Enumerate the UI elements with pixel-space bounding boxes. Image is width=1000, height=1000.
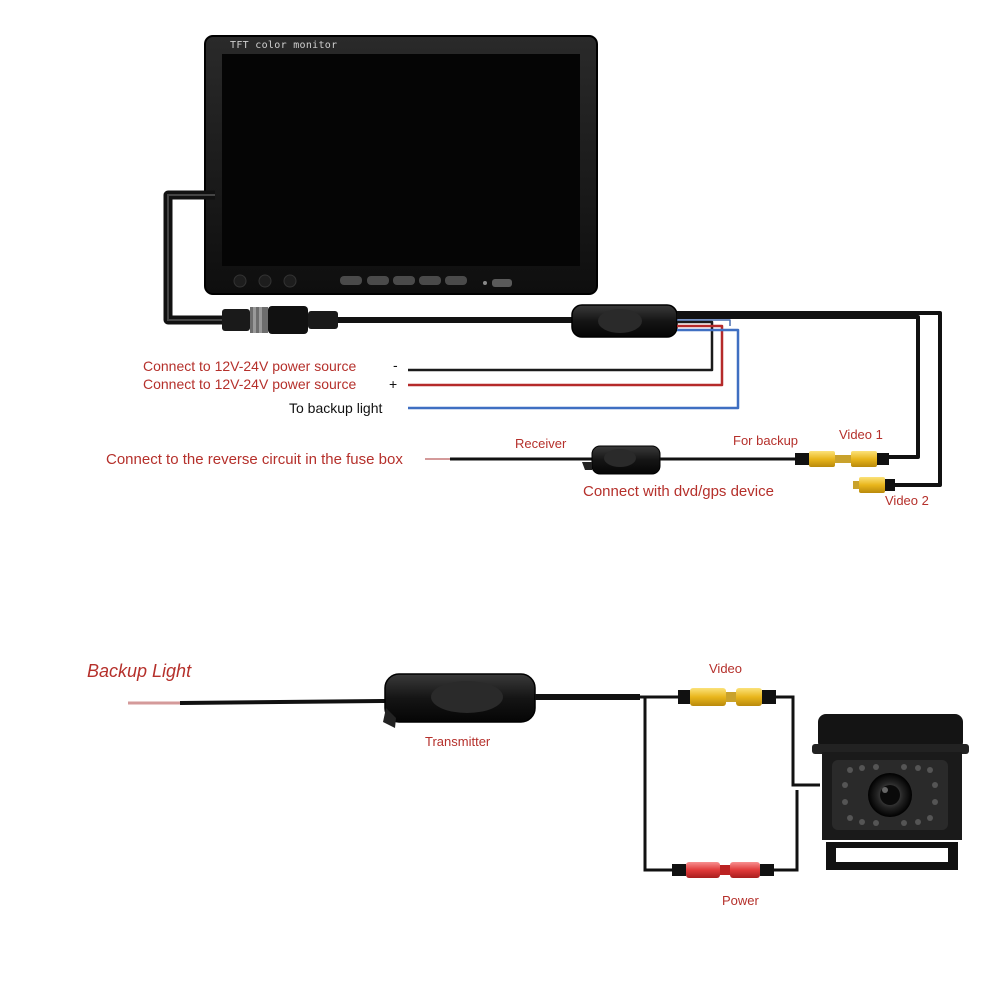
receiver-box (582, 445, 661, 475)
power-positive-label: Connect to 12V-24V power source (143, 376, 357, 392)
backup-light-heading: Backup Light (87, 661, 192, 681)
backup-camera (812, 714, 969, 870)
video-1-label: Video 1 (839, 427, 883, 442)
monitor-title: TFT color monitor (230, 40, 338, 51)
power-negative-sign: - (393, 357, 398, 373)
backup-light-wire (179, 699, 386, 705)
transmitter-box (383, 673, 536, 728)
for-backup-label: For backup (733, 433, 799, 448)
junction-wires (408, 311, 942, 487)
tft-monitor (204, 35, 598, 295)
receiver-label: Receiver (515, 436, 567, 451)
video-connector (678, 688, 776, 706)
rca-video-1 (843, 451, 889, 467)
camera-video-wire (776, 695, 820, 787)
rca-for-backup (795, 451, 843, 467)
video-label: Video (709, 661, 743, 676)
reverse-circuit-label: Connect to the reverse circuit in the fu… (106, 451, 403, 468)
power-label: Power (722, 893, 759, 908)
monitor-button-panel (233, 274, 512, 288)
aviation-connector (222, 306, 338, 334)
rca-video-2 (853, 477, 895, 493)
video-2-label: Video 2 (885, 493, 929, 508)
transmitter-label: Transmitter (425, 734, 491, 749)
dvd-gps-label: Connect with dvd/gps device (583, 483, 774, 500)
power-branch-wire (640, 695, 680, 872)
backup-light-label: To backup light (289, 400, 383, 416)
power-negative-label: Connect to 12V-24V power source (143, 358, 357, 374)
power-positive-sign: + (389, 376, 398, 392)
junction-box (571, 304, 678, 338)
camera-power-wire (774, 790, 799, 872)
power-connector (672, 862, 774, 878)
